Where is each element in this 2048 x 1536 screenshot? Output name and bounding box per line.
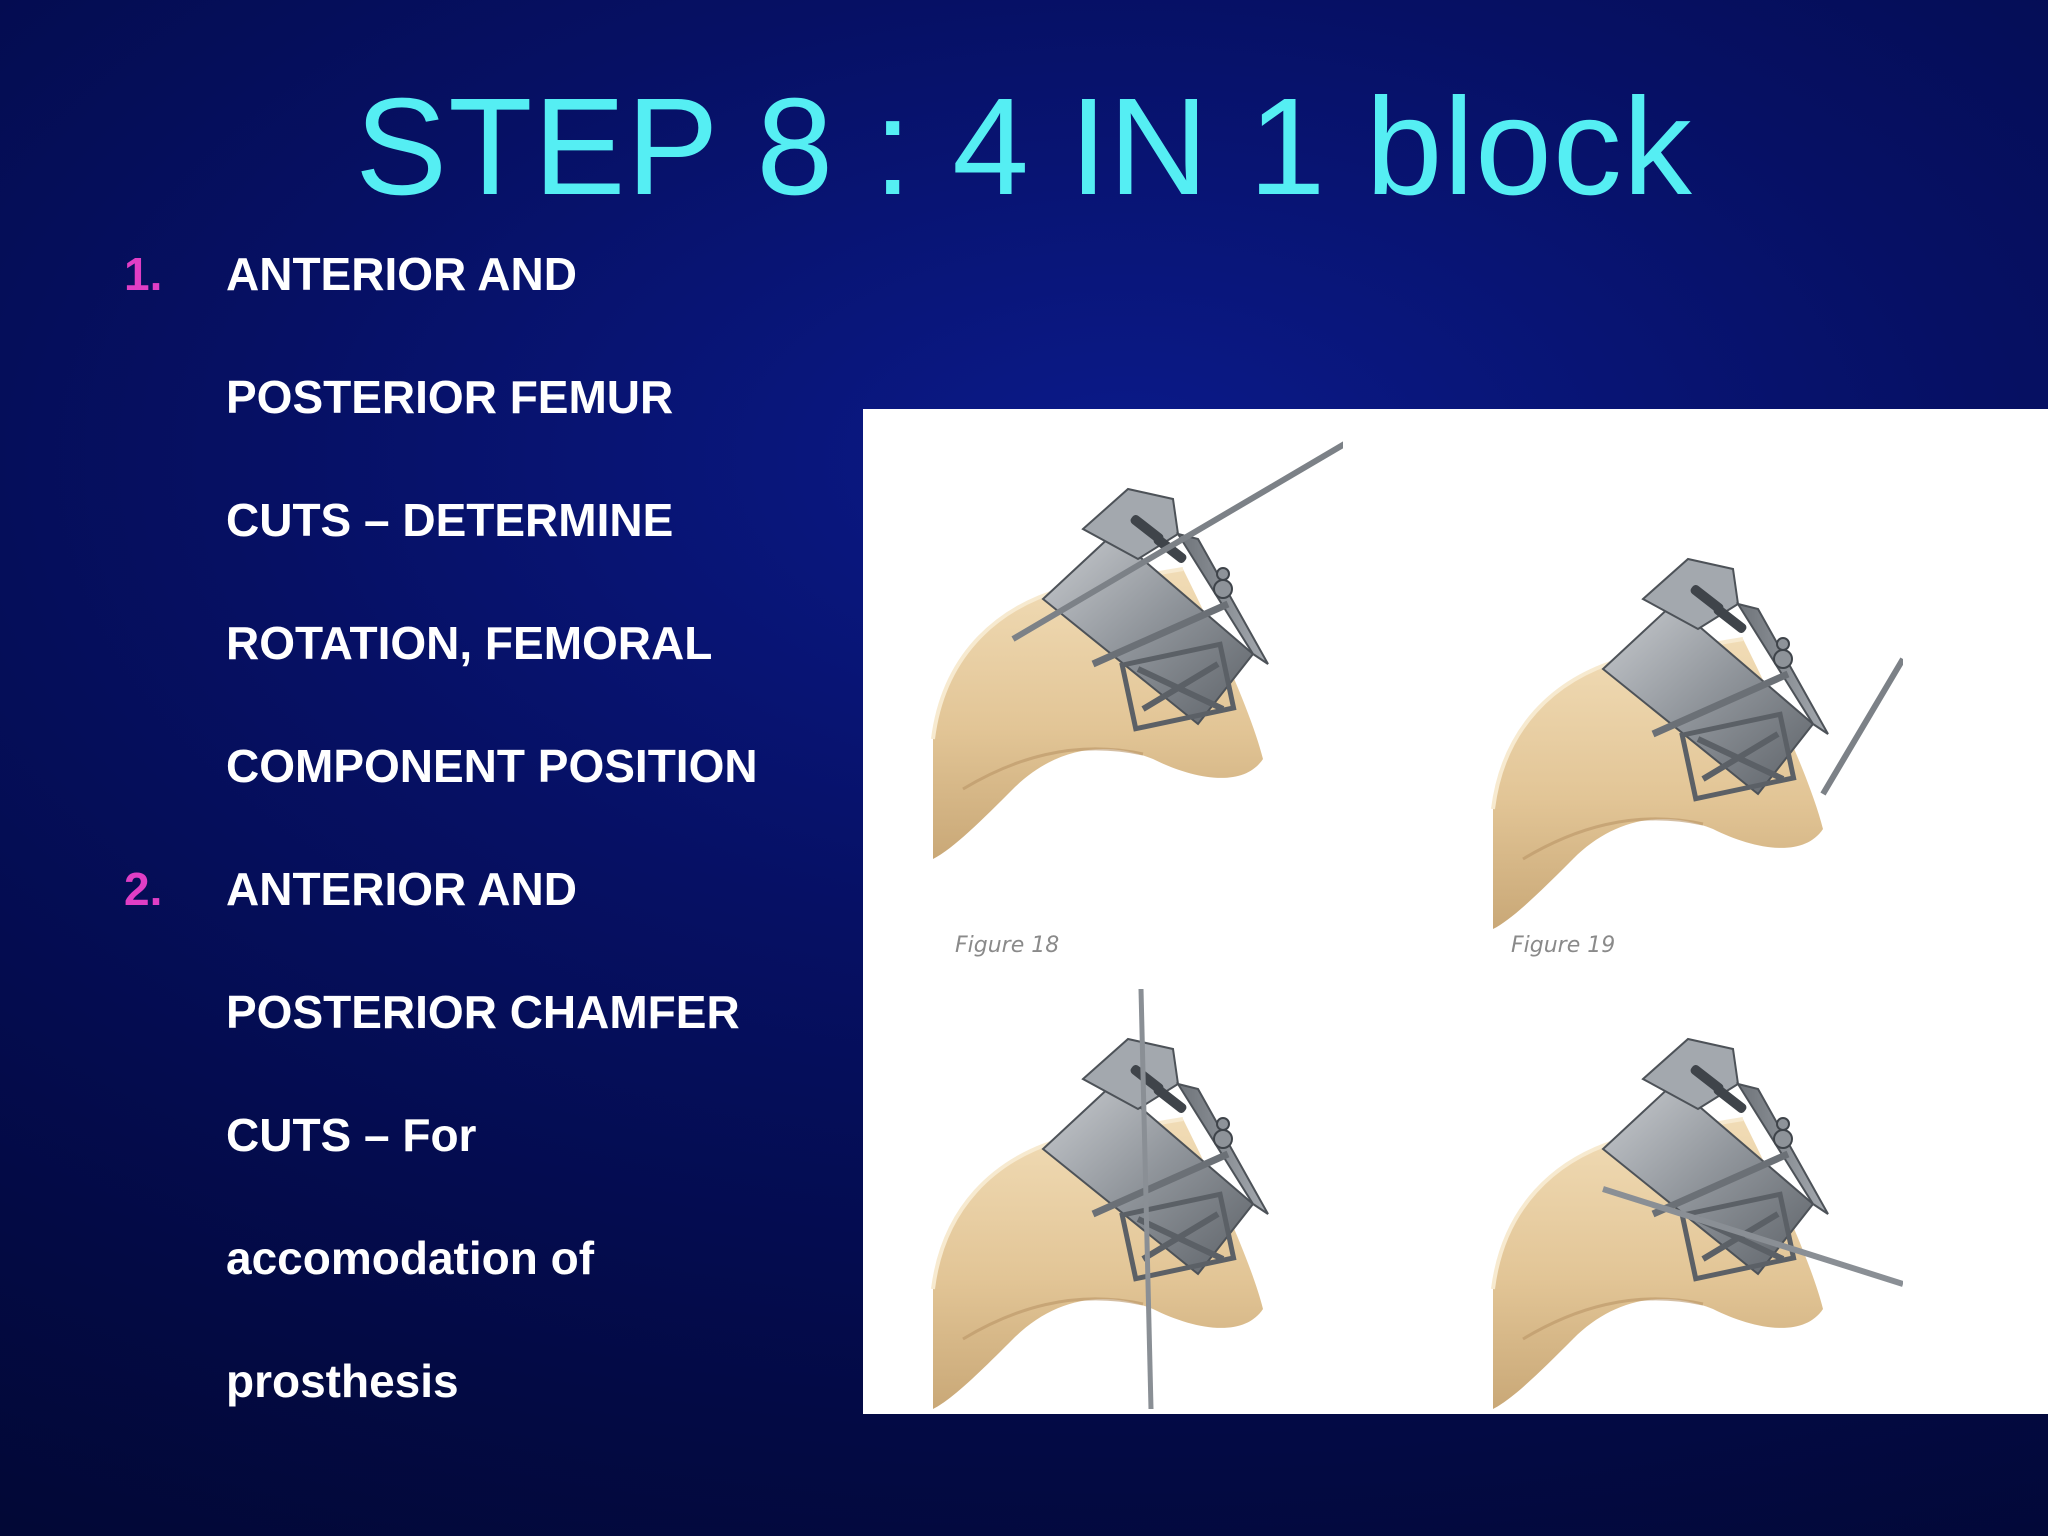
figure-19-caption: Figure 19 (1511, 933, 1616, 958)
surgical-figure-panel: Figure 18 Figure 19 (863, 409, 2048, 1414)
numbered-list: 1. ANTERIOR AND POSTERIOR FEMUR CUTS – D… (118, 244, 878, 1474)
figure-18-illustration (923, 441, 1343, 859)
list-number: 1. (124, 248, 163, 300)
list-line: ANTERIOR AND (226, 863, 577, 915)
list-line: CUTS – DETERMINE (226, 494, 674, 546)
list-line: ANTERIOR AND (226, 248, 577, 300)
list-line: COMPONENT POSITION (226, 740, 758, 792)
list-item: 2. ANTERIOR AND POSTERIOR CHAMFER CUTS –… (118, 859, 878, 1411)
list-line: ROTATION, FEMORAL (226, 617, 713, 669)
figure-19-illustration (1483, 509, 1903, 929)
figure-chamfer-right-illustration (1483, 989, 1903, 1409)
list-line: accomodation of (226, 1232, 595, 1284)
list-line: POSTERIOR CHAMFER (226, 986, 740, 1038)
figure-18-caption: Figure 18 (955, 933, 1060, 958)
list-line: CUTS – For (226, 1109, 477, 1161)
list-number: 2. (124, 863, 163, 915)
list-item: 1. ANTERIOR AND POSTERIOR FEMUR CUTS – D… (118, 244, 878, 796)
list-line: POSTERIOR FEMUR (226, 371, 674, 423)
figure-chamfer-left-illustration (923, 989, 1343, 1409)
slide-title: STEP 8 : 4 IN 1 block (355, 70, 1693, 224)
list-line: prosthesis (226, 1355, 459, 1407)
